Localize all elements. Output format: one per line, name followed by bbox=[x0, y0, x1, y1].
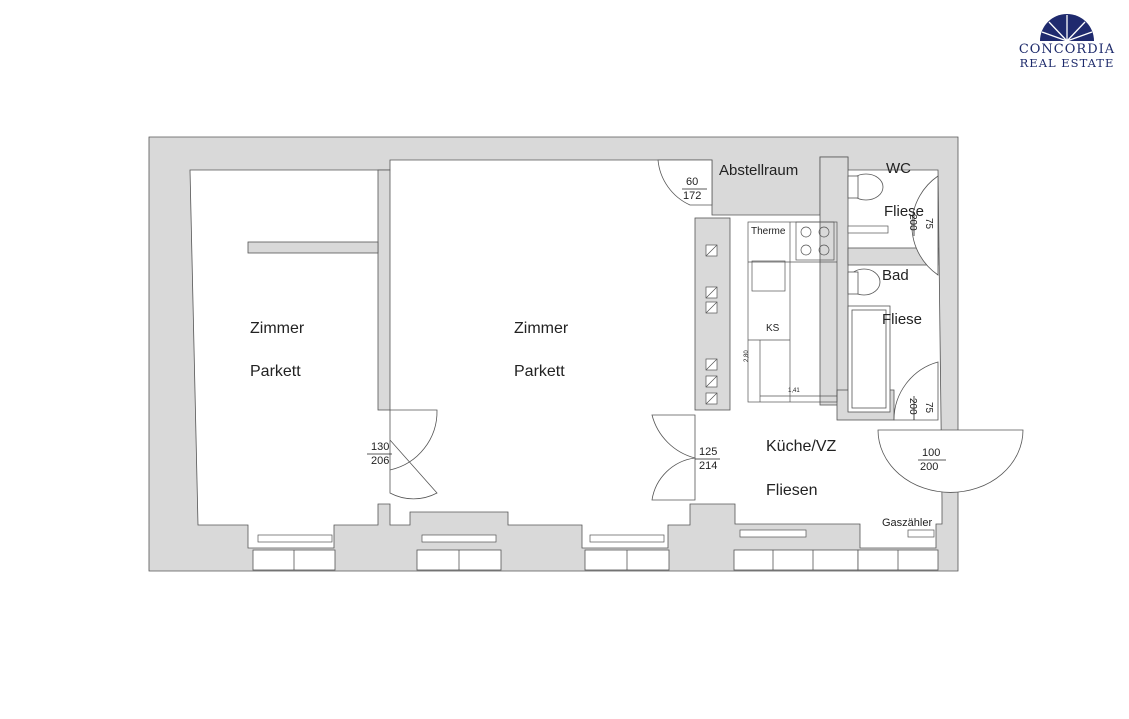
door-swing-kueche bbox=[651, 414, 696, 501]
wc-door-height: 200 bbox=[907, 214, 918, 231]
room-zimmer2-floor: Parkett bbox=[514, 363, 565, 380]
door2-width: 125 bbox=[699, 446, 717, 458]
room-zimmer1-name: Zimmer bbox=[250, 320, 305, 337]
bad-door-height: 200 bbox=[907, 398, 918, 415]
wall-zimmer-divider bbox=[377, 169, 391, 411]
room-kueche-floor: Fliesen bbox=[766, 482, 818, 499]
room-kueche-name: Küche/VZ bbox=[766, 438, 836, 455]
room-wc-name: WC bbox=[886, 160, 911, 177]
room-abstell-name: Abstellraum bbox=[719, 162, 798, 179]
door4-width: 100 bbox=[922, 447, 940, 459]
wall-stub bbox=[247, 241, 379, 254]
door1-height: 206 bbox=[371, 455, 389, 467]
room-bad-name: Bad bbox=[882, 267, 909, 284]
door-swing-entrance bbox=[877, 429, 1024, 493]
room-zimmer2-name: Zimmer bbox=[514, 320, 569, 337]
dim-280: 2,80 bbox=[744, 350, 750, 362]
room-bad-floor: Fliese bbox=[882, 311, 922, 328]
therme-label: Therme bbox=[751, 226, 786, 237]
door3-height: 172 bbox=[683, 190, 701, 202]
dim-141: 1,41 bbox=[788, 388, 800, 394]
door1-width: 130 bbox=[371, 441, 389, 453]
door-swing-zimmer bbox=[389, 409, 438, 500]
door4-height: 200 bbox=[920, 461, 938, 473]
logo-line2: REAL ESTATE bbox=[1019, 56, 1115, 70]
door-swing-abstell bbox=[657, 159, 713, 206]
door2-height: 214 bbox=[699, 460, 717, 472]
ks-label: KS bbox=[766, 323, 780, 334]
gaszaehler-label: Gaszähler bbox=[882, 517, 932, 529]
bad-door-width: 75 bbox=[923, 402, 934, 414]
concordia-logo-icon bbox=[1040, 14, 1094, 42]
door-swing-bad bbox=[893, 361, 939, 421]
wall-abstell-right bbox=[819, 156, 849, 406]
door3-width: 60 bbox=[686, 176, 698, 188]
room-zimmer1-floor: Parkett bbox=[250, 363, 301, 380]
logo-line1: CONCORDIA bbox=[1018, 42, 1116, 57]
wc-door-width: 75 bbox=[923, 218, 934, 230]
door-swing-wc bbox=[911, 175, 939, 276]
